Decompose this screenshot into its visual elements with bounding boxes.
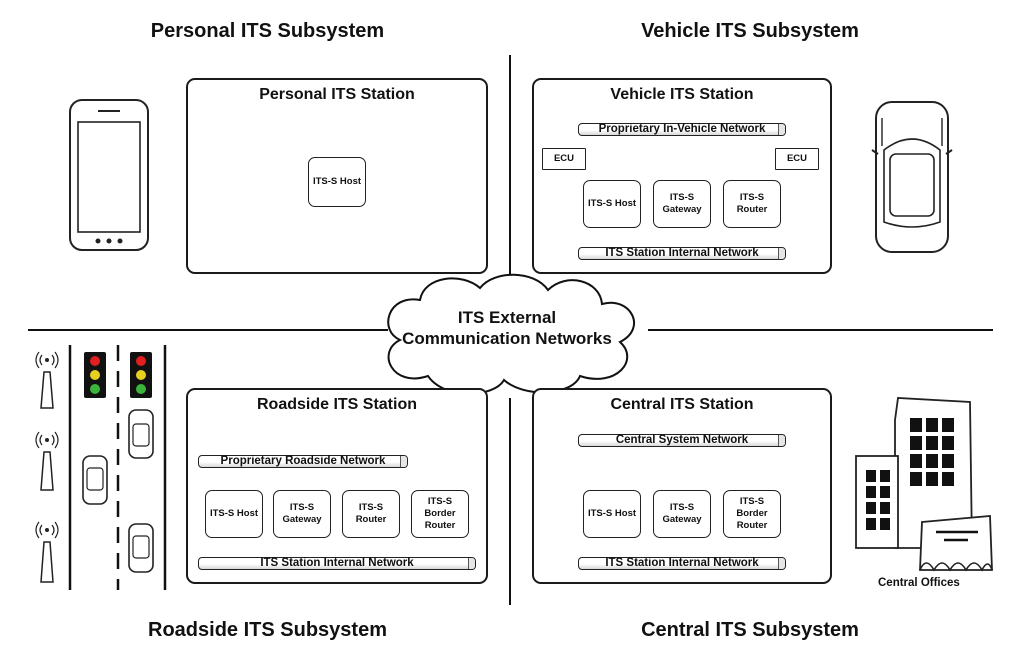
- roadside-subsystem-title: Roadside ITS Subsystem: [148, 619, 387, 641]
- proprietary-in-vehicle-network: Proprietary In-Vehicle Network: [578, 123, 786, 136]
- antenna-icon: [35, 431, 59, 491]
- central-offices-caption: Central Offices: [878, 577, 960, 589]
- station-title: Personal ITS Station: [259, 86, 415, 103]
- its-s-border-router-node: ITS-S Border Router: [723, 490, 781, 538]
- roadside-its-station: Roadside ITS Station: [186, 388, 488, 584]
- station-title: Vehicle ITS Station: [610, 86, 754, 103]
- its-station-internal-network: ITS Station Internal Network: [578, 247, 786, 260]
- station-title: Central ITS Station: [610, 396, 754, 413]
- station-title: Roadside ITS Station: [256, 396, 417, 413]
- antenna-icon: [35, 521, 59, 583]
- ecu-node: ECU: [775, 148, 819, 170]
- its-s-gateway-node: ITS-S Gateway: [653, 180, 711, 228]
- ecu-node: ECU: [542, 148, 586, 170]
- cloud-line-1: ITS External: [457, 308, 557, 327]
- its-s-gateway-node: ITS-S Gateway: [653, 490, 711, 538]
- its-s-gateway-node: ITS-S Gateway: [273, 490, 331, 538]
- proprietary-roadside-network: Proprietary Roadside Network: [198, 455, 408, 468]
- central-its-station: Central ITS Station: [532, 388, 832, 584]
- cloud-shape: [387, 273, 635, 395]
- its-s-host-node: ITS-S Host: [583, 180, 641, 228]
- its-s-host-node: ITS-S Host: [308, 157, 366, 207]
- car-top-view-icon: [871, 101, 953, 253]
- its-station-internal-network: ITS Station Internal Network: [578, 557, 786, 570]
- antenna-icon: [35, 351, 59, 409]
- its-external-networks-label: ITS External Communication Networks: [392, 307, 622, 349]
- car-icon: [82, 455, 108, 505]
- smartphone-icon: [69, 99, 149, 251]
- car-icon: [128, 523, 154, 573]
- traffic-light-icon: [84, 352, 106, 398]
- traffic-light-icon: [130, 352, 152, 398]
- its-station-internal-network: ITS Station Internal Network: [198, 557, 476, 570]
- vehicle-subsystem-title: Vehicle ITS Subsystem: [641, 20, 859, 42]
- its-s-host-node: ITS-S Host: [583, 490, 641, 538]
- office-building-icon: [855, 397, 993, 572]
- its-s-border-router-node: ITS-S Border Router: [411, 490, 469, 538]
- personal-subsystem-title: Personal ITS Subsystem: [150, 20, 385, 42]
- its-s-router-node: ITS-S Router: [342, 490, 400, 538]
- car-icon: [128, 409, 154, 459]
- its-s-host-node: ITS-S Host: [205, 490, 263, 538]
- central-subsystem-title: Central ITS Subsystem: [641, 619, 859, 641]
- central-system-network: Central System Network: [578, 434, 786, 447]
- vehicle-its-station: Vehicle ITS Station: [532, 78, 832, 274]
- its-s-router-node: ITS-S Router: [723, 180, 781, 228]
- cloud-line-2: Communication Networks: [402, 329, 612, 348]
